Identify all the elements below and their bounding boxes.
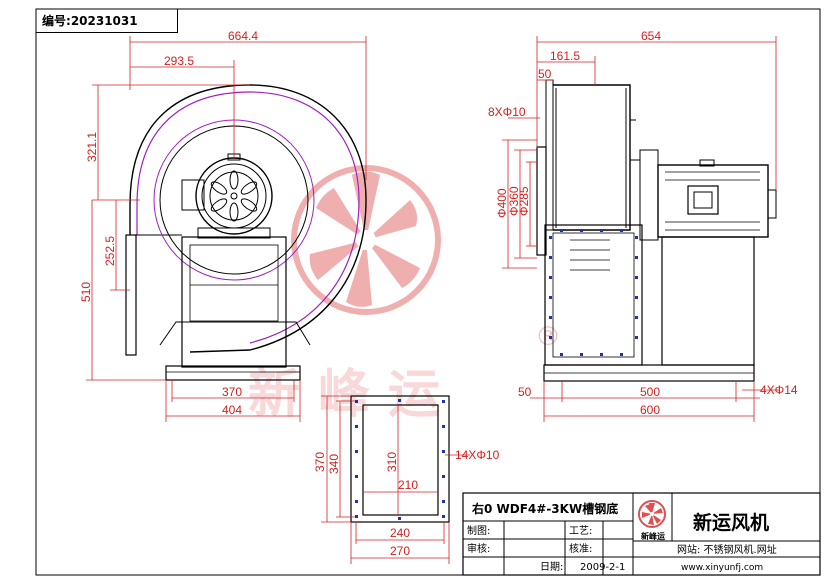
outlet-flange-outer [350,395,450,523]
front-dimension-lines [86,36,367,422]
side-motor [657,164,769,238]
title-label-drawn: 制图: [467,524,490,537]
outlet-flange [125,234,137,356]
outlet-flange-bolts [355,399,445,520]
dim-side-d-bolt: Φ360 [507,186,521,216]
dim-side-d-outer: Φ400 [495,188,509,218]
company-logo-icon [638,500,666,528]
dim-front-base-inner: 370 [222,385,242,399]
support-frame [181,236,287,368]
dim-side-base-inner: 500 [640,385,660,399]
side-dimension-lines [502,36,780,422]
company-site-line: 网站: 不锈钢风机.网址 [677,543,777,556]
dim-front-center-height: 252.5 [103,236,117,266]
brand-small-text: 新峰运 [641,531,665,541]
dim-front-height-upper: 321.1 [85,132,99,162]
dim-front-base-outer: 404 [222,403,242,417]
dim-outlet-height-bolt: 340 [327,454,341,474]
dim-outlet-height-outer: 370 [313,452,327,472]
dim-side-bolts: 8XΦ10 [488,105,526,119]
side-housing [553,84,631,231]
drawing-number-box: 编号:20231031 [36,9,178,33]
title-label-reviewed: 审核: [467,542,490,555]
front-base [165,365,301,381]
dim-front-width-total: 664.4 [228,29,258,43]
title-model: 右0 WDF4#-3KW槽钢底 [471,501,618,516]
motor-housing [195,157,273,235]
company-name: 新运风机 [693,511,769,534]
sheet-border [35,8,821,576]
dim-side-inlet-offset: 161.5 [550,49,580,63]
drawing-number-label: 编号: [42,14,71,28]
dim-outlet-height-inner: 310 [385,452,399,472]
outlet-flange-view [350,395,450,523]
dim-side-flange: 50 [538,67,552,81]
dim-outlet-holes: 14XΦ10 [455,448,500,462]
outlet-dimension-lines [321,395,470,564]
dim-side-base-outer: 600 [640,403,660,417]
dim-side-depth-total: 654 [641,29,661,43]
title-label-checked: 核准: [569,542,592,555]
dim-outlet-width-bolt: 240 [390,526,410,540]
dim-outlet-width-outer: 270 [390,544,410,558]
side-frame-bolts [549,229,638,356]
motor-fan-cover [210,170,258,222]
dim-front-height-total: 510 [79,282,93,302]
title-label-process: 工艺: [569,525,592,537]
watermark-text: 新峰运 [248,365,458,425]
housing-outline [129,84,367,353]
dim-side-base-holes: 4XΦ14 [760,383,798,397]
housing-inner-outline [136,91,360,344]
motor-terminal-box [687,185,719,215]
drawing-number-value: 20231031 [70,14,138,28]
company-url: www.xinyunfj.com [681,563,763,573]
title-date-value: 2009-2-1 [580,562,625,573]
title-block [462,492,821,576]
dim-side-d-inner: Φ285 [517,186,531,216]
dim-front-outlet-offset: 293.5 [164,54,194,68]
title-label-date: 日期: [540,561,563,573]
outlet-flange-opening [362,404,439,516]
dim-side-base-offset: 50 [518,385,532,399]
dim-outlet-width-inner: 210 [398,478,418,492]
front-view [125,84,367,381]
watermark-registered-mark: ® [535,322,561,352]
side-view [536,79,777,382]
